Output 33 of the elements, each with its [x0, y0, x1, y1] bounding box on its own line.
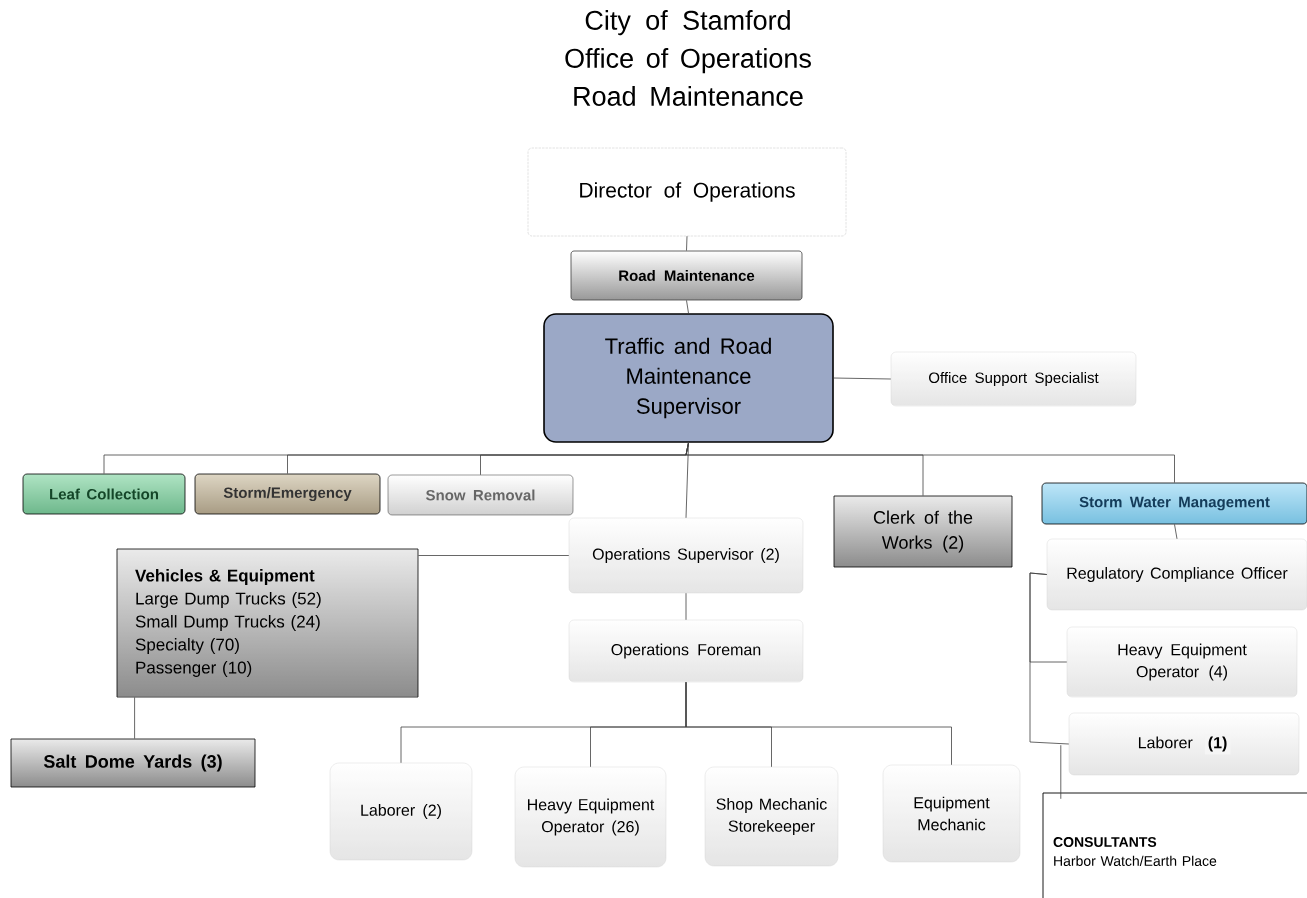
supervisor-box: Traffic and Road Maintenance Supervisor: [543, 313, 834, 443]
function-tab: Storm/Emergency: [194, 473, 381, 515]
connector-line: [1174, 524, 1178, 540]
equipment-box: Vehicles & Equipment Large Dump Trucks (52) Small Dump Trucks (24) Specialty (70) Passenger (10): [116, 548, 419, 698]
function-tab: Snow Removal: [387, 474, 574, 516]
connector-line: [418, 555, 570, 556]
function-tab: Leaf Collection: [22, 473, 186, 515]
connector-line: [685, 592, 687, 621]
connector-line: [685, 681, 952, 766]
position-box: Regulatory Compliance Officer: [1046, 538, 1307, 611]
position-box: Laborer (2): [329, 762, 473, 861]
position-box: Office Support Specialist: [890, 351, 1137, 407]
connector-line: [134, 697, 135, 739]
position-box: Clerk of the Works (2): [833, 495, 1013, 568]
consultants-panel: CONSULTANTS Harbor Watch/Earth Place: [1042, 792, 1307, 898]
position-box: Shop Mechanic Storekeeper: [704, 766, 839, 867]
connector-line: [833, 377, 892, 380]
section-box: Road Maintenance: [570, 250, 803, 301]
connector-line: [685, 442, 1175, 483]
position-box: Director of Operations: [527, 147, 847, 237]
connector-line: [1060, 744, 1062, 800]
position-box: Equipment Mechanic: [882, 764, 1021, 863]
connector-line: [1029, 572, 1070, 745]
function-tab: Storm Water Management: [1041, 482, 1307, 525]
position-box: Operations Supervisor (2): [568, 517, 804, 594]
yards-box: Salt Dome Yards (3): [10, 738, 256, 788]
position-box: Heavy Equipment Operator (4): [1066, 626, 1298, 698]
connector-line: [686, 300, 689, 314]
position-box: Operations Foreman: [568, 619, 804, 683]
position-box: Laborer (1): [1068, 712, 1300, 776]
position-box: Heavy Equipment Operator (26): [514, 766, 667, 868]
title: City of Stamford Office of Operations Road Maintenance: [565, 10, 811, 106]
connector-line: [686, 235, 688, 251]
